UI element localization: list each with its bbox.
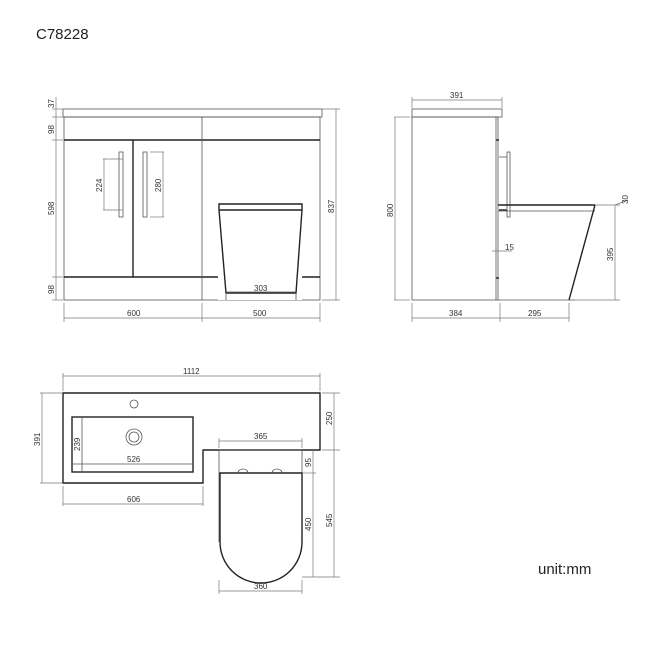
dim-toilet-base: 303 [254, 284, 268, 293]
dim-total-projection: 545 [325, 513, 334, 527]
right-handle [142, 151, 148, 218]
plan-view: 1112 391 239 526 606 250 365 95 450 545 … [33, 367, 340, 594]
side-view: 391 800 384 295 30 395 15 [386, 91, 630, 322]
dim-panel-gap: 15 [505, 243, 514, 252]
product-code: C78228 [36, 26, 89, 43]
dim-top-panel: 98 [47, 125, 56, 134]
dim-toilet-width-bottom: 360 [254, 582, 268, 591]
dim-seat-thickness: 30 [621, 195, 630, 204]
dim-handle-right: 280 [154, 178, 163, 192]
dim-seat-offset: 95 [304, 458, 313, 467]
dim-basin-inner-width: 526 [127, 455, 141, 464]
dim-toilet-projection: 295 [528, 309, 542, 318]
dim-overall-height: 837 [327, 199, 336, 213]
dim-toilet-height: 395 [606, 247, 615, 261]
dim-door-height: 598 [47, 201, 56, 215]
dim-basin-width: 606 [127, 495, 141, 504]
dim-side-height: 800 [386, 203, 395, 217]
dim-top-thickness: 37 [47, 99, 56, 108]
dim-plan-depth: 391 [33, 432, 42, 446]
dim-step-depth: 250 [325, 411, 334, 425]
left-handle [118, 151, 124, 218]
dim-basin-width: 600 [127, 309, 141, 318]
dim-cabinet-depth: 384 [449, 309, 463, 318]
dim-wc-unit-width: 500 [253, 309, 267, 318]
dim-toilet-width-top: 365 [254, 432, 268, 441]
dim-overall-width: 1112 [183, 367, 200, 376]
dim-handle-left: 224 [95, 178, 104, 192]
dim-top-depth: 391 [450, 91, 464, 100]
dim-toilet-length: 450 [304, 517, 313, 531]
dim-plinth: 98 [47, 285, 56, 294]
unit-label: unit:mm [538, 561, 592, 578]
front-view: 37 98 598 98 224 280 837 600 500 303 [47, 97, 340, 322]
dim-basin-inner-depth: 239 [73, 437, 82, 451]
